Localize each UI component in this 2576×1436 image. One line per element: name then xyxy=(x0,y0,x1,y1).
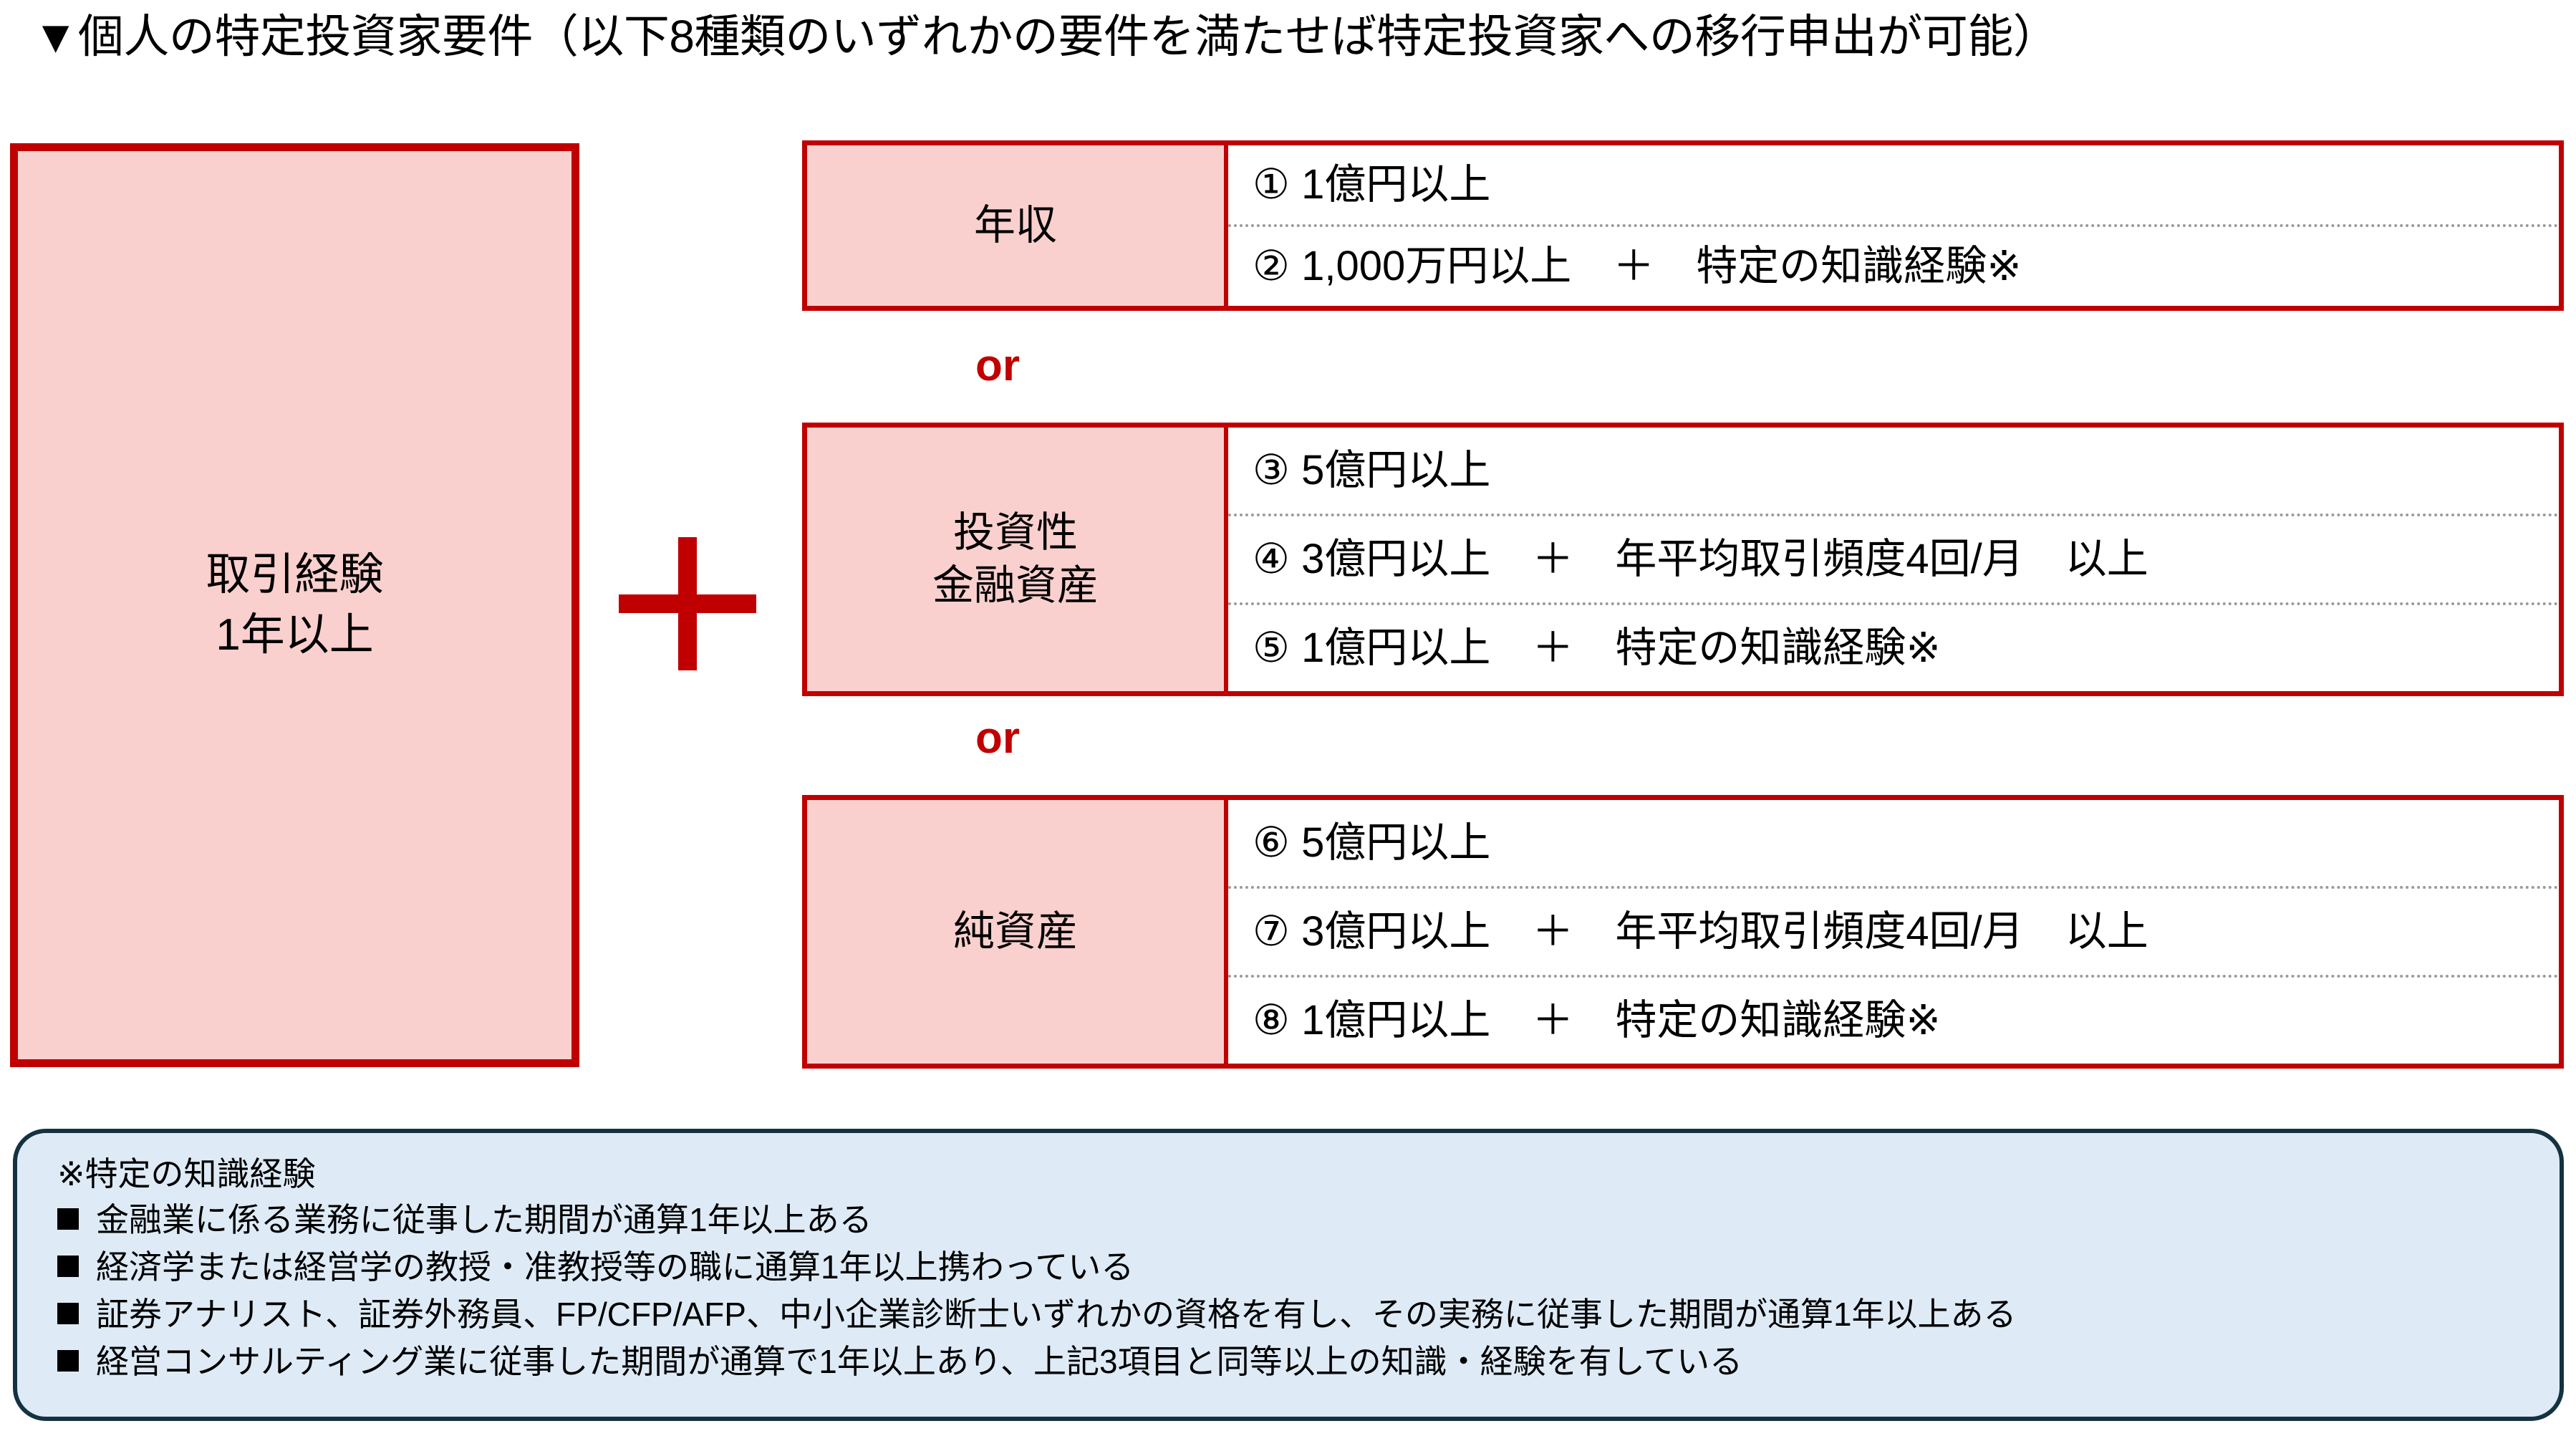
requirement-row: ④ 3億円以上 ＋ 年平均取引頻度4回/月 以上 xyxy=(1228,514,2559,602)
requirement-group-income: 年収 ① 1億円以上 ② 1,000万円以上 ＋ 特定の知識経験※ xyxy=(802,140,2564,311)
requirement-row: ⑤ 1億円以上 ＋ 特定の知識経験※ xyxy=(1228,602,2559,691)
group-label-investment-assets: 投資性 金融資産 xyxy=(807,428,1228,691)
connector-or-2: or xyxy=(975,713,1020,763)
requirement-group-net-assets: 純資産 ⑥ 5億円以上 ⑦ 3億円以上 ＋ 年平均取引頻度4回/月 以上 ⑧ 1… xyxy=(802,795,2564,1069)
base-condition-box: 取引経験 1年以上 xyxy=(10,143,579,1067)
square-bullet-icon xyxy=(57,1208,79,1230)
square-bullet-icon xyxy=(57,1350,79,1372)
requirement-row: ② 1,000万円以上 ＋ 特定の知識経験※ xyxy=(1228,224,2559,306)
footnote-item: 経済学または経営学の教授・准教授等の職に通算1年以上携わっている xyxy=(57,1243,2560,1291)
base-condition-label: 取引経験 1年以上 xyxy=(206,550,384,660)
requirement-row: ⑥ 5億円以上 xyxy=(1253,819,1491,867)
requirement-row: ③ 5億円以上 xyxy=(1253,447,1491,494)
group-rows-net-assets: ⑥ 5億円以上 ⑦ 3億円以上 ＋ 年平均取引頻度4回/月 以上 ⑧ 1億円以上… xyxy=(1228,800,2559,1064)
footnote-item-text: 金融業に係る業務に従事した期間が通算1年以上ある xyxy=(96,1201,872,1238)
page-title: ▼個人の特定投資家要件（以下8種類のいずれかの要件を満たせば特定投資家への移行申… xyxy=(33,11,2059,62)
footnote-item: 証券アナリスト、証券外務員、FP/CFP/AFP、中小企業診断士いずれかの資格を… xyxy=(57,1291,2560,1338)
connector-or-1: or xyxy=(975,341,1020,390)
requirement-group-investment-assets: 投資性 金融資産 ③ 5億円以上 ④ 3億円以上 ＋ 年平均取引頻度4回/月 以… xyxy=(802,423,2564,696)
footnote-item: 金融業に係る業務に従事した期間が通算1年以上ある xyxy=(57,1196,2560,1243)
requirement-row: ⑦ 3億円以上 ＋ 年平均取引頻度4回/月 以上 xyxy=(1228,886,2559,975)
footnote-heading: ※特定の知識経験 xyxy=(57,1155,316,1192)
square-bullet-icon xyxy=(57,1256,79,1277)
group-rows-investment-assets: ③ 5億円以上 ④ 3億円以上 ＋ 年平均取引頻度4回/月 以上 ⑤ 1億円以上… xyxy=(1228,428,2559,691)
square-bullet-icon xyxy=(57,1303,79,1324)
group-label-net-assets: 純資産 xyxy=(807,800,1228,1064)
footnote-item-text: 証券アナリスト、証券外務員、FP/CFP/AFP、中小企業診断士いずれかの資格を… xyxy=(96,1296,2017,1333)
requirement-row: ⑧ 1億円以上 ＋ 特定の知識経験※ xyxy=(1228,975,2559,1064)
footnote-item: 経営コンサルティング業に従事した期間が通算で1年以上あり、上記3項目と同等以上の… xyxy=(57,1338,2560,1385)
plus-icon xyxy=(619,537,756,670)
footnote-item-text: 経済学または経営学の教授・准教授等の職に通算1年以上携わっている xyxy=(96,1248,1134,1286)
requirement-row: ① 1億円以上 xyxy=(1253,161,1491,208)
group-label-income: 年収 xyxy=(807,145,1228,306)
footnote-box: ※特定の知識経験 金融業に係る業務に従事した期間が通算1年以上ある 経済学または… xyxy=(13,1129,2564,1421)
group-rows-income: ① 1億円以上 ② 1,000万円以上 ＋ 特定の知識経験※ xyxy=(1228,145,2559,306)
footnote-item-text: 経営コンサルティング業に従事した期間が通算で1年以上あり、上記3項目と同等以上の… xyxy=(96,1343,1743,1380)
plus-icon-vertical-bar xyxy=(678,537,697,670)
